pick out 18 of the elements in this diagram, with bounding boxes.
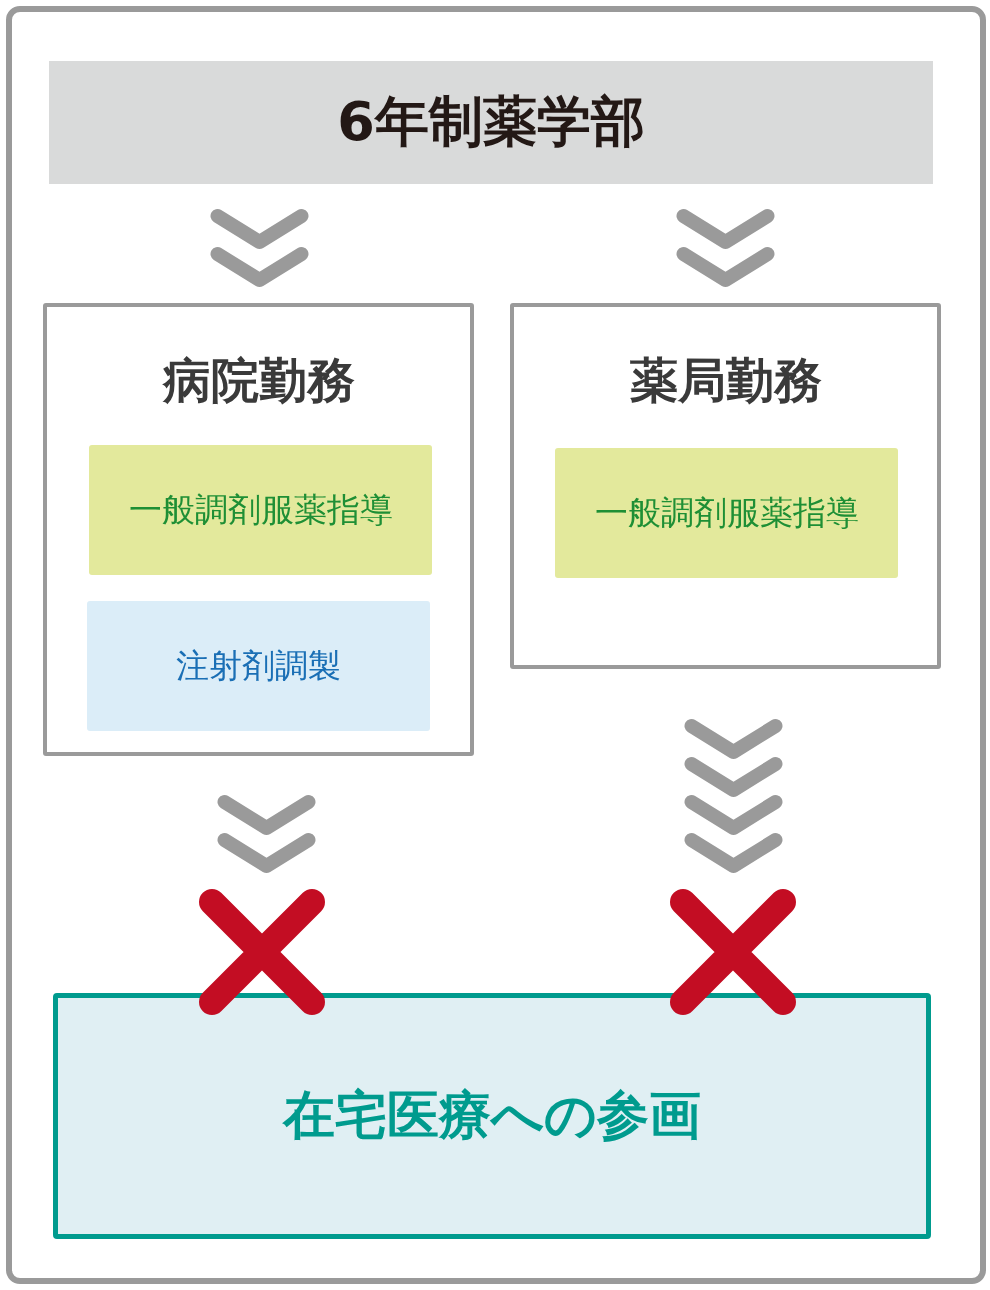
- label-box: [510, 303, 941, 669]
- label-box: [89, 445, 432, 575]
- label-box: [87, 601, 430, 731]
- box-label: 注射剤調製: [176, 647, 341, 685]
- box-label: 一般調剤服薬指導: [128, 491, 393, 529]
- box-label: 一般調剤服薬指導: [594, 494, 859, 532]
- chevron-arrow: [210, 209, 309, 287]
- chevron-arrow: [676, 209, 775, 287]
- chevron-arrow: [684, 719, 783, 873]
- box-label: 病院勤務: [162, 353, 355, 409]
- label-box: [49, 61, 933, 184]
- box-label: 在宅医療への参画: [283, 1086, 701, 1146]
- label-box: [53, 993, 931, 1239]
- box-label: 薬局勤務: [629, 353, 822, 409]
- label-box: [43, 303, 474, 756]
- box-label: 6年制薬学部: [337, 91, 645, 154]
- label-box: [555, 448, 898, 578]
- chevron-arrow: [217, 795, 316, 873]
